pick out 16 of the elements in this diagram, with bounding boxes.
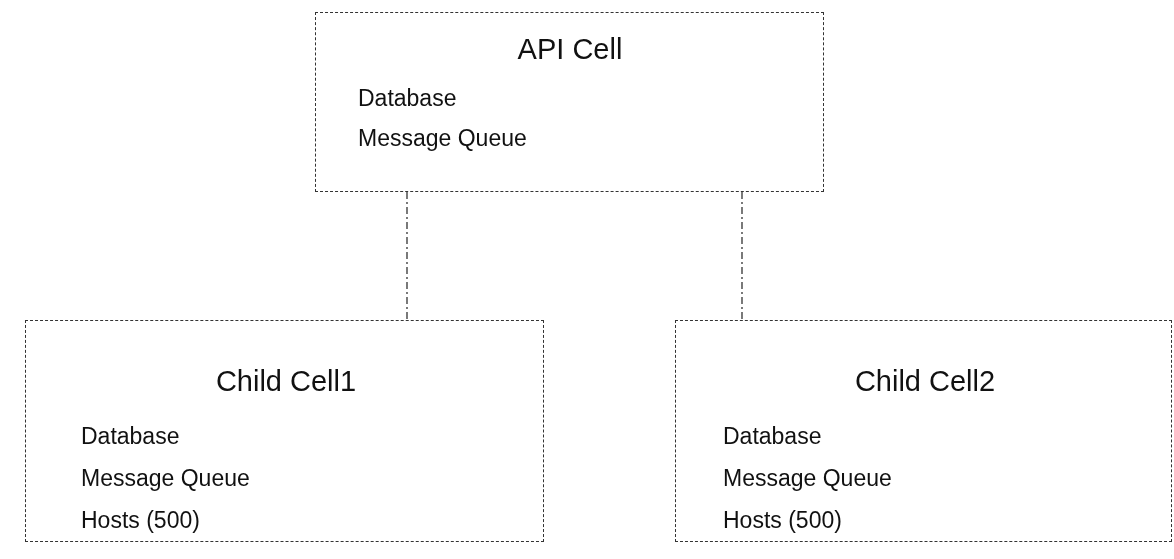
cell-title: Child Cell1 [215, 365, 357, 398]
cell-box [315, 12, 824, 192]
component-label: Message Queue [81, 465, 250, 492]
component-label: Database [81, 423, 180, 450]
cell-title: API Cell [517, 33, 623, 66]
cell-box [675, 320, 1172, 542]
component-label: Database [358, 85, 457, 112]
component-label: Message Queue [358, 125, 527, 152]
component-label: Message Queue [723, 465, 892, 492]
connector-line [741, 191, 743, 321]
component-label: Hosts (500) [723, 507, 842, 534]
cell-title: Child Cell2 [854, 365, 996, 398]
cell-box [25, 320, 544, 542]
component-label: Hosts (500) [81, 507, 200, 534]
connector-line [406, 191, 408, 321]
component-label: Database [723, 423, 822, 450]
